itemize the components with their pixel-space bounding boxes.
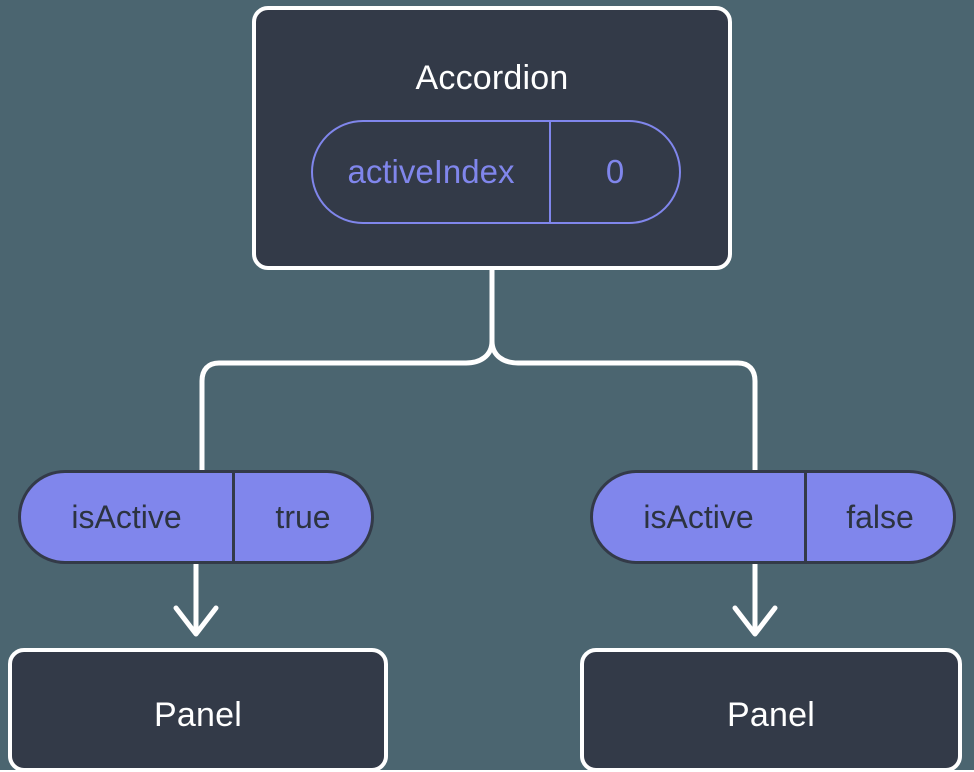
node-panel-left-title: Panel — [154, 696, 242, 734]
node-accordion-title: Accordion — [415, 59, 569, 97]
state-pill-active-index-key: activeIndex — [313, 122, 551, 222]
node-panel-right-title: Panel — [727, 696, 815, 734]
state-pill-active-index[interactable]: activeIndex 0 — [311, 120, 681, 224]
node-panel-left[interactable]: Panel — [8, 648, 388, 772]
prop-pill-is-active-false[interactable]: isActive false — [590, 470, 956, 564]
prop-pill-is-active-false-key: isActive — [593, 473, 807, 561]
edge-fork-right — [489, 338, 758, 473]
prop-pill-is-active-true-key: isActive — [21, 473, 235, 561]
prop-pill-is-active-true[interactable]: isActive true — [18, 470, 374, 564]
down-arrow-icon-left — [173, 605, 219, 637]
node-panel-right[interactable]: Panel — [580, 648, 962, 772]
down-arrow-icon-right — [732, 605, 778, 637]
prop-pill-is-active-true-value: true — [275, 498, 331, 535]
node-accordion[interactable]: Accordion activeIndex 0 — [252, 6, 732, 270]
edge-fork-left — [199, 338, 495, 473]
prop-pill-is-active-false-value: false — [846, 498, 914, 535]
state-pill-active-index-value: 0 — [605, 153, 625, 190]
